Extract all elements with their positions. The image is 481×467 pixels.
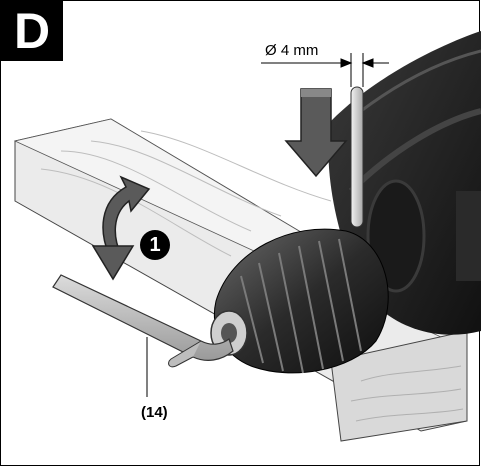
down-arrow-icon <box>284 88 348 178</box>
figure-label-badge: D <box>1 1 63 61</box>
drill-bit <box>350 86 364 228</box>
dimension-marker <box>261 53 389 87</box>
rotate-arrow-icon <box>91 175 151 281</box>
step-number-badge: 1 <box>140 230 170 260</box>
hex-key <box>52 274 234 368</box>
diameter-label: Ø 4 mm <box>265 42 319 59</box>
part-number-label: (14) <box>141 404 168 421</box>
